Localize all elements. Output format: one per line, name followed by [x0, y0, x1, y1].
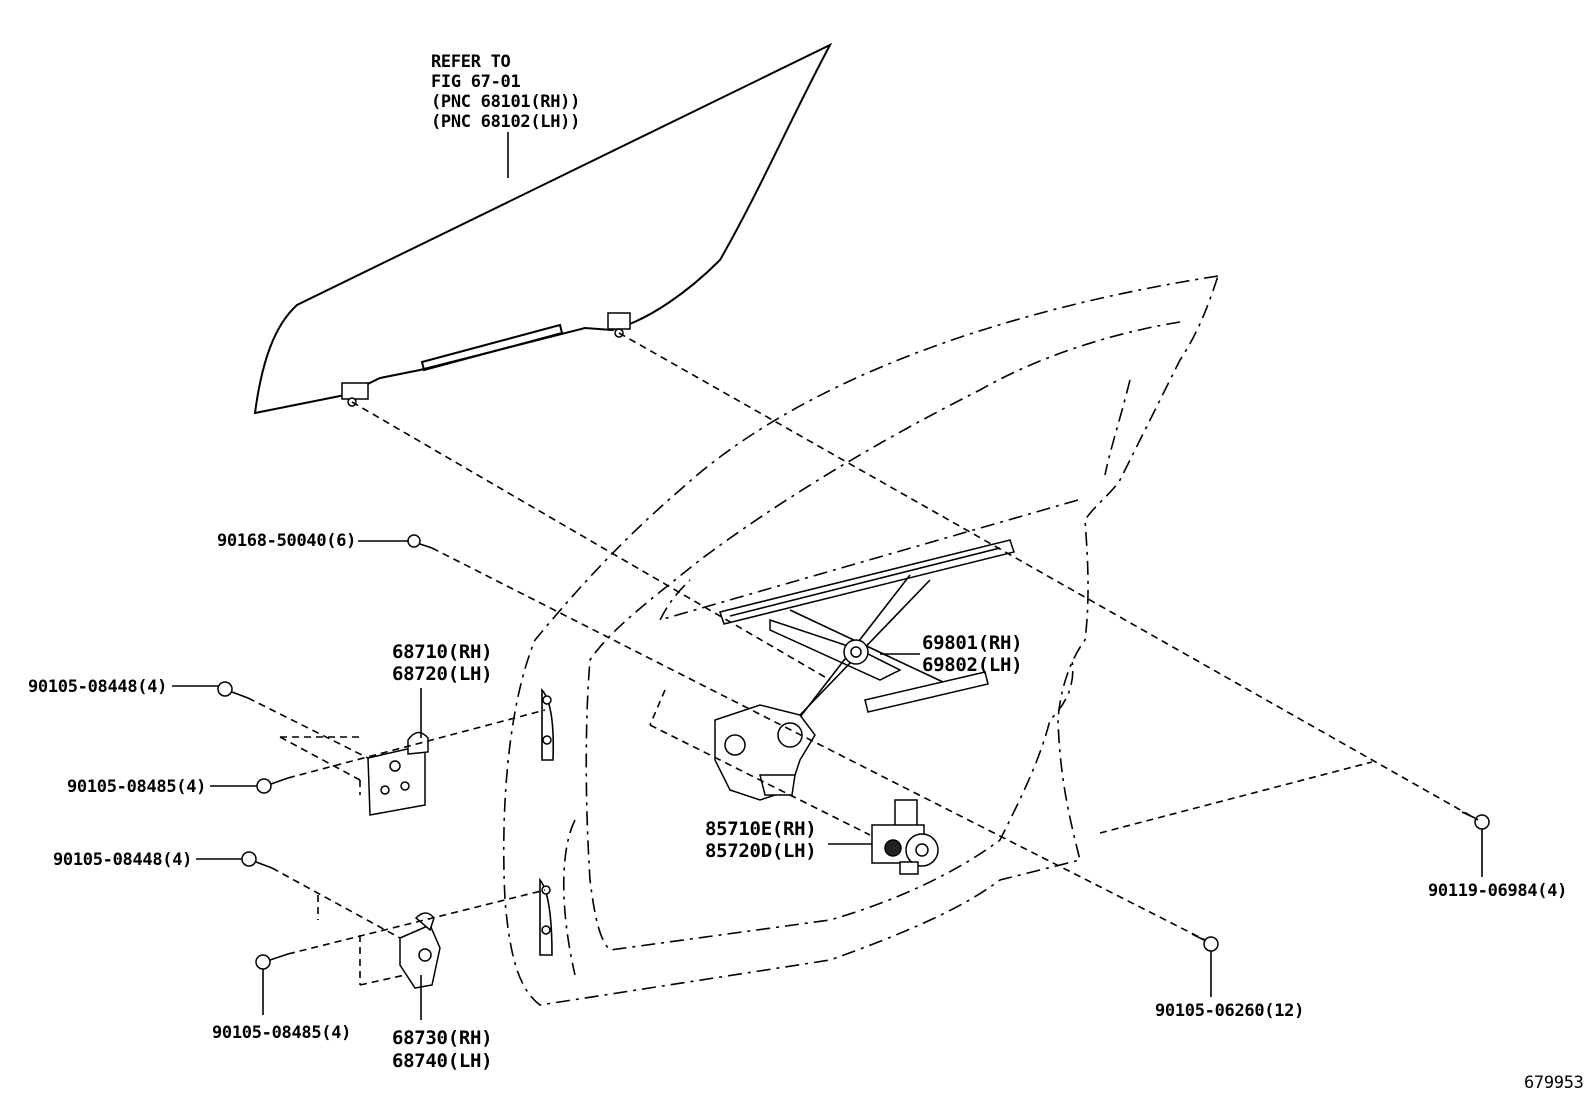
- label-68710-rh: 68710(RH): [392, 641, 493, 663]
- label-90168-50040: 90168-50040(6): [217, 531, 357, 551]
- label-90119-06984: 90119-06984(4): [1428, 881, 1568, 901]
- label-90105-08448-upper: 90105-08448(4): [28, 677, 168, 697]
- label-69801-rh: 69801(RH): [922, 632, 1023, 654]
- label-90105-06260: 90105-06260(12): [1155, 1001, 1305, 1021]
- glass-reference-line-2: FIG 67-01: [431, 72, 521, 92]
- glass-reference-line-1: REFER TO: [431, 52, 511, 72]
- label-69802-lh: 69802(LH): [922, 654, 1023, 676]
- figure-id: 679953: [1524, 1073, 1584, 1093]
- window-regulator: [714, 539, 1015, 801]
- label-90105-08485-upper: 90105-08485(4): [67, 777, 207, 797]
- glass-reference-line-3: (PNC 68101(RH)): [431, 92, 581, 112]
- window-motor: [871, 799, 939, 875]
- upper-hinge: [367, 731, 429, 816]
- door-hinge-pockets: [539, 687, 555, 956]
- label-90105-08448-lower: 90105-08448(4): [53, 850, 193, 870]
- assembly-lines: [247, 332, 1479, 986]
- label-68740-lh: 68740(LH): [392, 1050, 493, 1072]
- label-leaders: [172, 540, 1483, 1020]
- label-85710e-rh: 85710E(RH): [705, 818, 817, 840]
- door-outline: [502, 275, 1219, 1006]
- glass-reference-line-4: (PNC 68102(LH)): [431, 112, 581, 132]
- label-68720-lh: 68720(LH): [392, 663, 493, 685]
- label-85720d-lh: 85720D(LH): [705, 840, 817, 862]
- label-68730-rh: 68730(RH): [392, 1027, 493, 1049]
- label-90105-08485-lower: 90105-08485(4): [212, 1023, 352, 1043]
